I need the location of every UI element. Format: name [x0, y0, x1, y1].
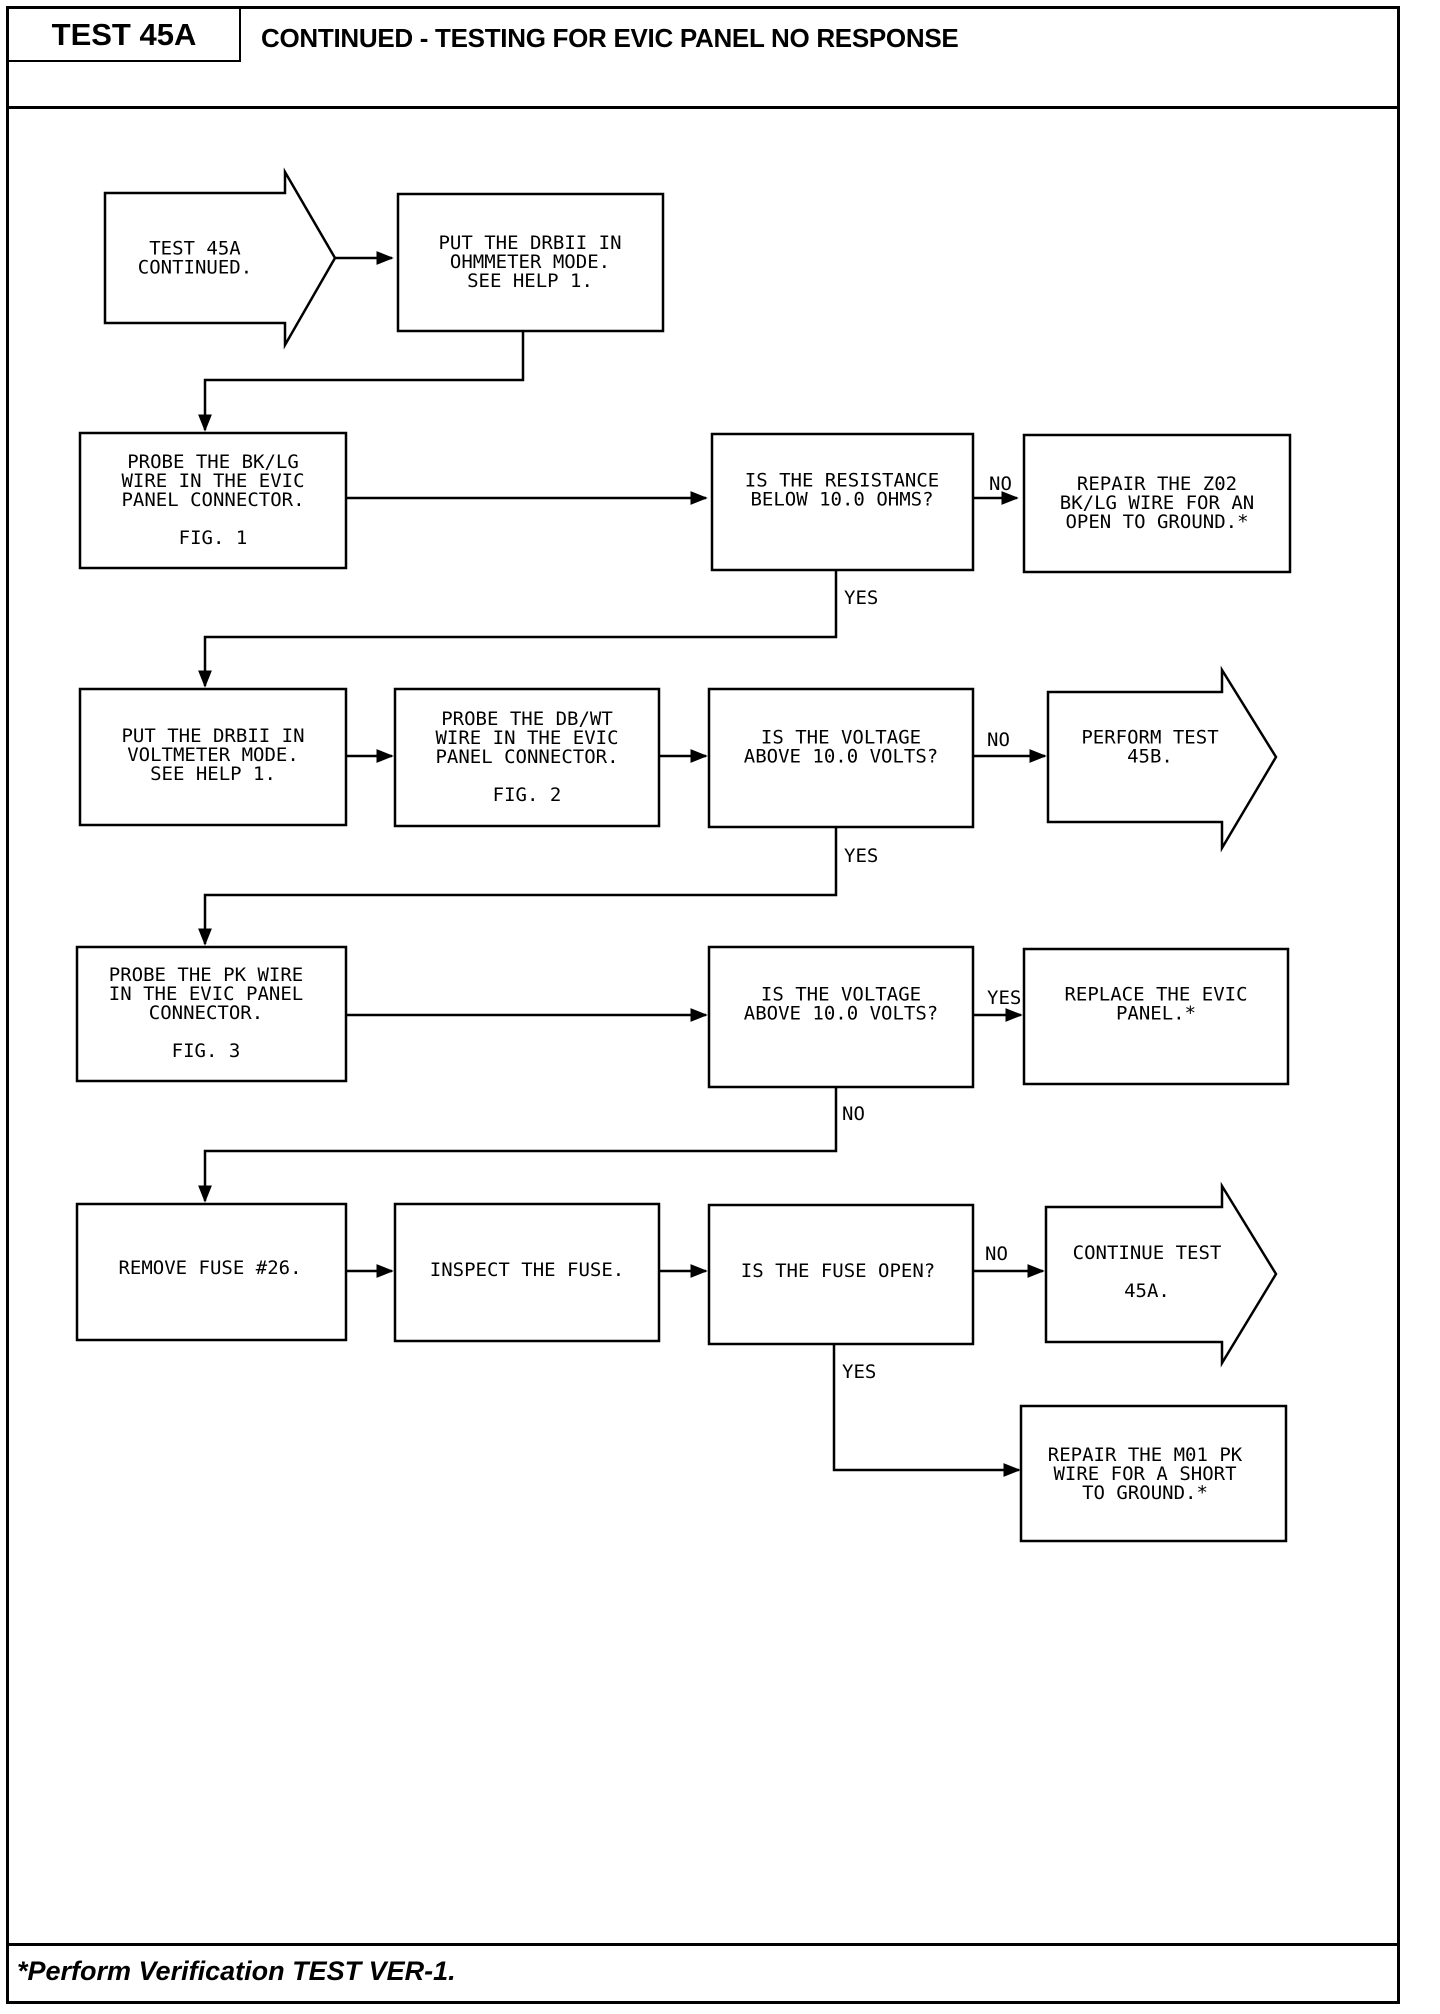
- node-text-line: WIRE IN THE EVIC: [435, 727, 618, 749]
- edge-label-yes: YES: [842, 1361, 876, 1383]
- repair-z02-box: [1022, 433, 1292, 574]
- node-text-line: SEE HELP 1.: [150, 763, 276, 785]
- start-node: [103, 167, 337, 350]
- test-id: TEST 45A: [9, 9, 241, 62]
- node-text-line: BELOW 10.0 OHMS?: [750, 489, 933, 511]
- ohmmeter-box: [396, 192, 665, 333]
- node-text-line: BK/LG WIRE FOR AN: [1060, 492, 1254, 514]
- node-text-line: IN THE EVIC PANEL: [109, 983, 303, 1005]
- node-text-line: ABOVE 10.0 VOLTS?: [744, 1003, 938, 1025]
- replace-evic-box: [1022, 947, 1290, 1086]
- node-text-line: IS THE VOLTAGE: [761, 727, 921, 749]
- node-text-line: CONTINUED.: [138, 257, 252, 279]
- edge-label-no: NO: [989, 473, 1012, 495]
- node-text-line: WIRE IN THE EVIC: [121, 470, 304, 492]
- edge-label-no: NO: [842, 1103, 865, 1125]
- footer-bar: *Perform Verification TEST VER-1.: [9, 1943, 1397, 2001]
- edge-label-no: NO: [985, 1243, 1008, 1265]
- node-text-line: PROBE THE DB/WT: [441, 708, 613, 730]
- node-text-line: REPLACE THE EVIC: [1064, 984, 1247, 1006]
- probe-pk-box: [75, 945, 348, 1083]
- page-title: CONTINUED - TESTING FOR EVIC PANEL NO RE…: [261, 23, 959, 53]
- probe-dbwt-box: [393, 687, 661, 828]
- perform-45b-node: [1046, 665, 1278, 853]
- resistance-decision-box: [710, 432, 975, 572]
- node-text-line: SEE HELP 1.: [467, 270, 593, 292]
- voltmeter-box: [78, 687, 348, 827]
- fuse-open-decision-text: IS THE FUSE OPEN?: [741, 1260, 935, 1282]
- connector: [198, 331, 525, 432]
- edge-label-no: NO: [987, 729, 1010, 751]
- edge-label-yes: YES: [844, 845, 878, 867]
- node-text-line: PANEL CONNECTOR.: [435, 746, 618, 768]
- node-text-line: CONTINUE TEST: [1073, 1242, 1222, 1264]
- probe-bklg-box: [78, 431, 348, 570]
- node-text-line: INSPECT THE FUSE.: [430, 1259, 624, 1281]
- node-text-line: PROBE THE BK/LG: [127, 451, 299, 473]
- node-text-line: REPAIR THE M01 PK: [1048, 1444, 1243, 1466]
- nodes: [75, 167, 1292, 1543]
- continue-45a-node: [1044, 1181, 1278, 1368]
- header-bar: TEST 45A CONTINUED - TESTING FOR EVIC PA…: [9, 9, 1397, 109]
- node-text-line: REPAIR THE Z02: [1077, 473, 1237, 495]
- node-text-line: PANEL CONNECTOR.: [121, 489, 304, 511]
- node-text-line: VOLTMETER MODE.: [127, 744, 299, 766]
- connector: [198, 827, 838, 946]
- node-text-line: CONNECTOR.: [149, 1002, 263, 1024]
- node-text-line: IS THE FUSE OPEN?: [741, 1260, 935, 1282]
- repair-m01-box: [1019, 1404, 1288, 1543]
- voltage-decision-box-2: [707, 945, 975, 1089]
- node-text-line: WIRE FOR A SHORT: [1053, 1463, 1236, 1485]
- node-text-line: TO GROUND.*: [1082, 1482, 1208, 1504]
- connector: [198, 570, 838, 688]
- connector: [832, 1344, 1021, 1477]
- node-text-line: PUT THE DRBII IN: [438, 232, 621, 254]
- inspect-fuse-box: [393, 1202, 661, 1343]
- node-text-line: PROBE THE PK WIRE: [109, 964, 303, 986]
- node-text-line: IS THE RESISTANCE: [745, 470, 939, 492]
- continue-45a-text: CONTINUE TEST 45A.: [1073, 1242, 1222, 1302]
- node-text-line: FIG. 1: [179, 527, 248, 549]
- node-text-line: REMOVE FUSE #26.: [118, 1257, 301, 1279]
- node-text-line: 45A.: [1124, 1280, 1170, 1302]
- node-text-line: ABOVE 10.0 VOLTS?: [744, 746, 938, 768]
- node-text-line: PUT THE DRBII IN: [121, 725, 304, 747]
- node-text-line: FIG. 2: [493, 784, 562, 806]
- node-text-line: FIG. 3: [172, 1040, 241, 1062]
- edge-labels: NO YES NO YES YES NO NO YES: [842, 473, 1021, 1383]
- fuse-open-decision-box: [707, 1203, 975, 1346]
- node-text-line: 45B.: [1127, 746, 1173, 768]
- edge-label-yes: YES: [844, 587, 878, 609]
- page-frame: TEST 45A CONTINUED - TESTING FOR EVIC PA…: [6, 6, 1400, 2004]
- remove-fuse-box: [75, 1202, 348, 1342]
- node-text-line: OHMMETER MODE.: [450, 251, 610, 273]
- node-text-line: OPEN TO GROUND.*: [1065, 511, 1248, 533]
- node-text-line: TEST 45A: [149, 238, 241, 260]
- inspect-fuse-text: INSPECT THE FUSE.: [430, 1259, 624, 1281]
- voltage-decision-box-1: [707, 687, 975, 829]
- node-text-line: IS THE VOLTAGE: [761, 984, 921, 1006]
- edge-label-yes: YES: [987, 987, 1021, 1009]
- node-text-line: PANEL.*: [1116, 1003, 1196, 1025]
- remove-fuse-text: REMOVE FUSE #26.: [118, 1257, 301, 1279]
- node-text-line: PERFORM TEST: [1081, 727, 1218, 749]
- connectors: [198, 251, 1047, 1477]
- connector: [198, 1087, 838, 1203]
- footer-note: *Perform Verification TEST VER-1.: [17, 1956, 456, 1986]
